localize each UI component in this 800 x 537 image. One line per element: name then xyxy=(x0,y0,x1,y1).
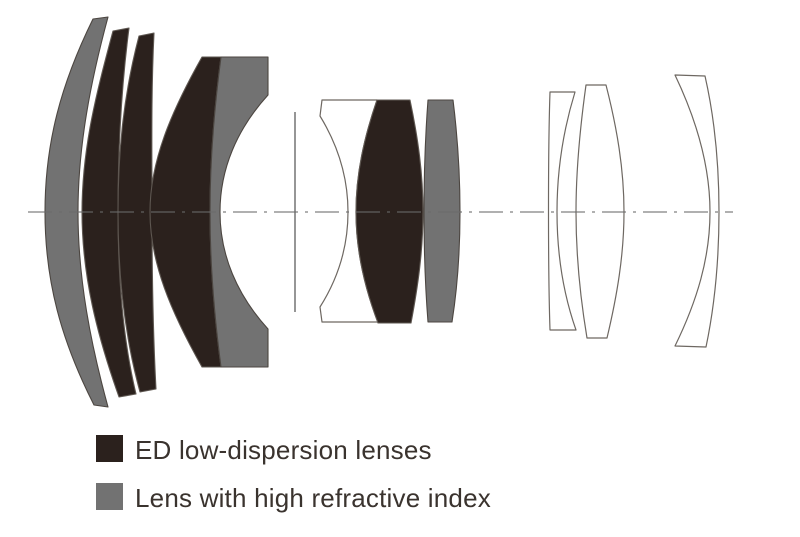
lens-e2-ed-thin-meniscus xyxy=(81,27,137,398)
lens-e11-plain-meniscus xyxy=(674,74,720,348)
lens-e10-plain-biconvex xyxy=(575,84,625,339)
lens-e8-gray-thin-biconvex xyxy=(423,99,461,323)
lens-e5-gray-doublet-rear xyxy=(209,56,269,368)
legend-label-ed: ED low-dispersion lenses xyxy=(135,435,432,465)
legend-swatch-high-ri xyxy=(96,483,123,510)
legend: ED low-dispersion lenses Lens with high … xyxy=(96,435,491,513)
lens-e3-ed-thin-meniscus xyxy=(117,32,157,393)
legend-swatch-ed xyxy=(96,435,123,462)
lens-e9-plain-plano-concave xyxy=(547,91,577,331)
legend-label-high-ri: Lens with high refractive index xyxy=(135,483,491,513)
